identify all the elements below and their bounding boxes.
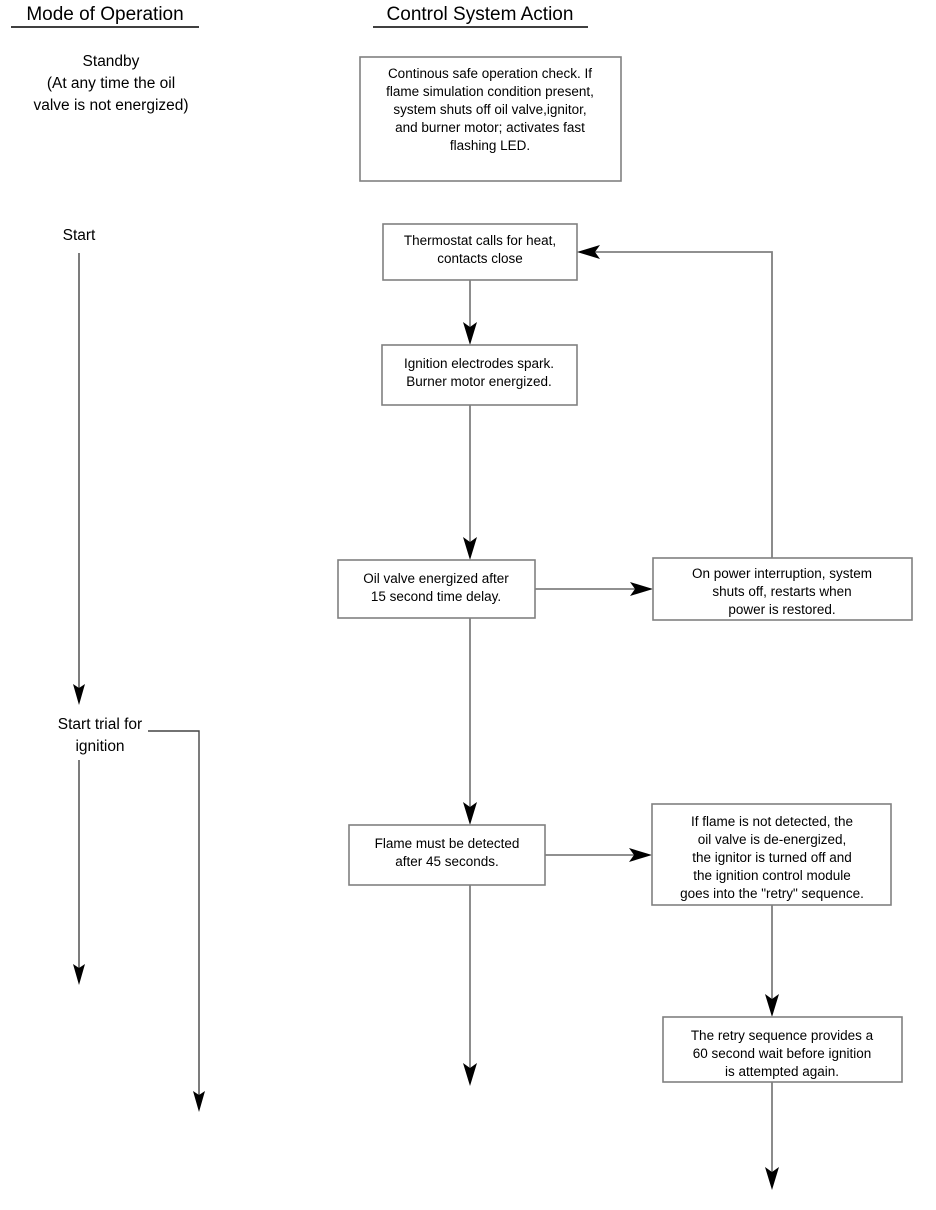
box-power-interruption — [652, 557, 913, 621]
box-no-flame-line-1: If flame is not detected, the — [691, 814, 853, 829]
box-retry-sequence-line-1: The retry sequence provides a — [691, 1028, 874, 1043]
box-oil-valve-line-1: Oil valve energized after — [363, 571, 509, 586]
mode-label-standby-line2: (At any time the oil — [47, 75, 175, 92]
arrowhead-retry-down — [765, 1167, 779, 1190]
box-thermostat — [382, 223, 578, 281]
connector-power-feedback-to-thermostat — [589, 251, 773, 558]
box-power-interruption-line-1: On power interruption, system — [692, 566, 872, 581]
box-flame-detect-line-1: Flame must be detected — [375, 836, 520, 851]
box-oil-valve-line-2: 15 second time delay. — [371, 589, 501, 604]
box-no-flame — [651, 803, 892, 906]
arrowhead-power-feedback-to-thermostat — [577, 245, 600, 259]
mode-label-trial-line2: ignition — [75, 738, 124, 755]
box-safety-check — [359, 56, 622, 182]
arrowhead-flame-down — [463, 1063, 477, 1086]
box-flame-detect-line-2: after 45 seconds. — [395, 854, 499, 869]
arrowhead-oilvalve-to-power — [630, 582, 653, 596]
arrowhead-trial-down — [73, 964, 85, 985]
box-no-flame-line-2: oil valve is de-energized, — [698, 832, 847, 847]
box-flame-detect — [348, 824, 546, 886]
box-ignition-spark-line-2: Burner motor energized. — [406, 374, 552, 389]
box-ignition-spark — [381, 344, 578, 406]
box-no-flame-line-4: the ignition control module — [693, 868, 851, 883]
arrowhead-ignition-to-oilvalve — [463, 537, 477, 560]
box-thermostat-line-1: Thermostat calls for heat, — [404, 233, 556, 248]
connector-trial-bracket — [148, 730, 200, 1101]
box-retry-sequence-line-2: 60 second wait before ignition — [693, 1046, 872, 1061]
arrowhead-thermostat-to-ignition — [463, 322, 477, 345]
column-header-mode-of-operation: Mode of Operation — [26, 4, 183, 25]
mode-label-standby-line1: Standby — [83, 53, 140, 70]
mode-label-standby-line3: valve is not energized) — [33, 97, 188, 114]
box-ignition-spark-line-1: Ignition electrodes spark. — [404, 356, 554, 371]
box-safety-check-line-5: flashing LED. — [450, 138, 530, 153]
column-header-control-system-action: Control System Action — [387, 4, 574, 25]
box-safety-check-line-3: system shuts off oil valve,ignitor, — [393, 102, 586, 117]
mode-label-trial-line1: Start trial for — [58, 716, 142, 733]
box-retry-sequence-line-3: is attempted again. — [725, 1064, 839, 1079]
box-retry-sequence — [662, 1016, 903, 1083]
box-no-flame-line-5: goes into the "retry" sequence. — [680, 886, 864, 901]
arrowhead-start-to-trial — [73, 684, 85, 705]
box-power-interruption-line-3: power is restored. — [728, 602, 835, 617]
arrowhead-oilvalve-to-flame — [463, 802, 477, 825]
box-thermostat-line-2: contacts close — [437, 251, 523, 266]
box-safety-check-line-1: Continous safe operation check. If — [388, 66, 592, 81]
arrowhead-noflame-to-retry — [765, 994, 779, 1017]
box-power-interruption-line-2: shuts off, restarts when — [712, 584, 851, 599]
arrowhead-flame-to-noflame — [629, 848, 652, 862]
box-oil-valve — [337, 559, 536, 619]
box-safety-check-line-4: and burner motor; activates fast — [395, 120, 585, 135]
box-safety-check-line-2: flame simulation condition present, — [386, 84, 594, 99]
arrowhead-trial-bracket — [193, 1091, 205, 1112]
box-no-flame-line-3: the ignitor is turned off and — [692, 850, 852, 865]
mode-label-start: Start — [63, 227, 96, 244]
